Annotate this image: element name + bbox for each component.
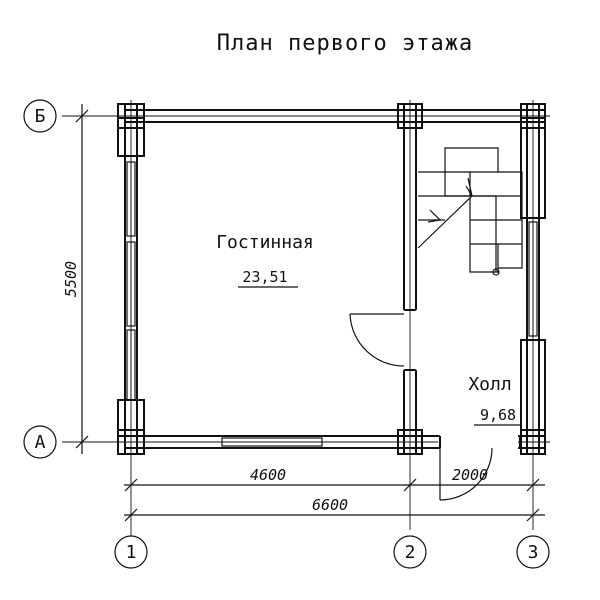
log-corners (117, 103, 546, 455)
walls (124, 104, 545, 455)
room-hall: Холл 9,68 (468, 374, 522, 426)
dimension-label-5500: 5500 (62, 261, 80, 297)
dimension-row-2: 6600 (124, 496, 545, 522)
dimension-row-1: 4600 2000 (124, 466, 545, 492)
axis-bubble-a: А (23, 425, 57, 459)
dimension-label-2000: 2000 (452, 466, 488, 484)
axis-bubble-1: 1 (114, 530, 148, 569)
room-area-living: 23,51 (242, 268, 287, 286)
axis-label-1: 1 (126, 542, 137, 563)
axis-bubble-b: Б (23, 99, 57, 133)
axis-label-2: 2 (405, 542, 416, 563)
interior-door (349, 313, 405, 367)
dimension-vertical: 5500 (62, 104, 89, 454)
windows (126, 161, 538, 447)
axis-label-b: Б (35, 106, 46, 127)
axis-bubble-2: 2 (393, 535, 427, 569)
room-living: Гостинная 23,51 (216, 232, 314, 288)
room-name-hall: Холл (468, 374, 511, 395)
axis-bubble-3: 3 (516, 535, 550, 569)
axis-label-3: 3 (528, 542, 539, 563)
dimension-label-4600: 4600 (250, 466, 286, 484)
room-area-hall: 9,68 (480, 406, 516, 424)
room-name-living: Гостинная (216, 232, 314, 253)
dimension-label-6600: 6600 (312, 496, 348, 514)
plan-title: План первого этажа (217, 31, 473, 56)
axis-label-a: А (35, 432, 46, 453)
staircase (417, 147, 523, 276)
